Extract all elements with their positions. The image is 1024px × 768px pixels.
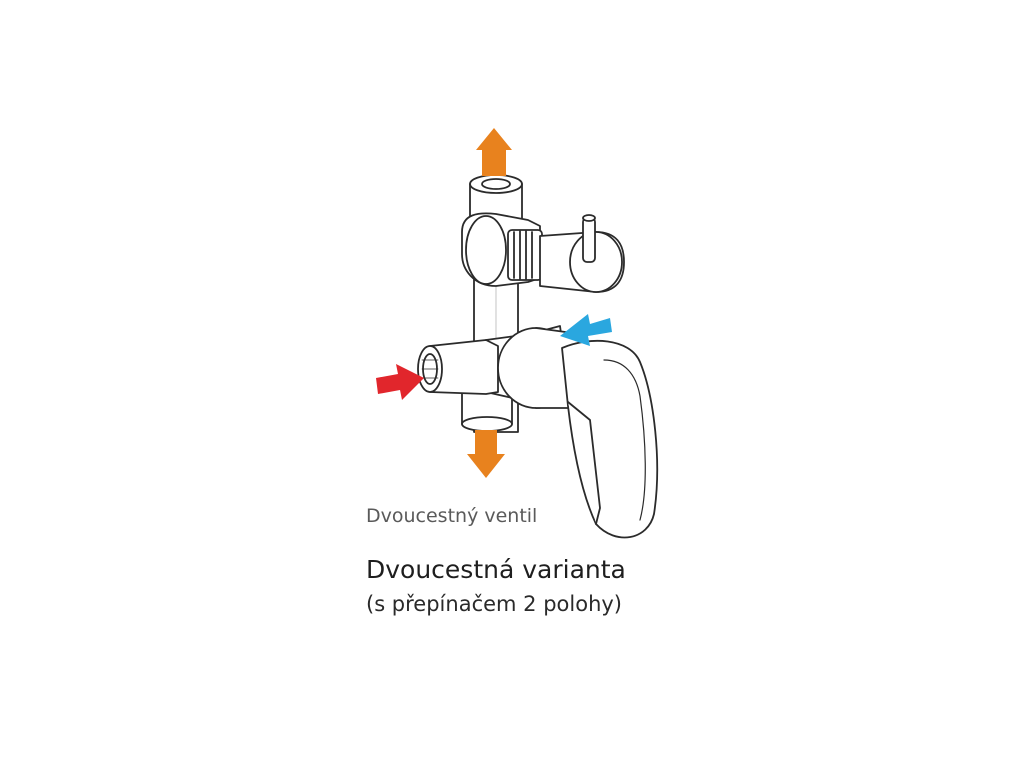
- outlet-down-arrow: [467, 430, 505, 478]
- cold-inlet-arrow: [560, 314, 612, 346]
- variant-subtitle: (s přepínačem 2 polohy): [366, 592, 622, 616]
- diverter-knob: [539, 231, 625, 293]
- diverter-nut: [507, 229, 543, 281]
- diverter-pin: [582, 214, 596, 263]
- hot-inlet-connector: [417, 339, 499, 395]
- hot-inlet-arrow: [376, 364, 424, 400]
- variant-title: Dvoucestná varianta: [366, 555, 626, 584]
- valve-label: Dvoucestný ventil: [366, 505, 538, 527]
- outlet-up-arrow: [476, 128, 512, 176]
- lever-handle: [561, 339, 659, 539]
